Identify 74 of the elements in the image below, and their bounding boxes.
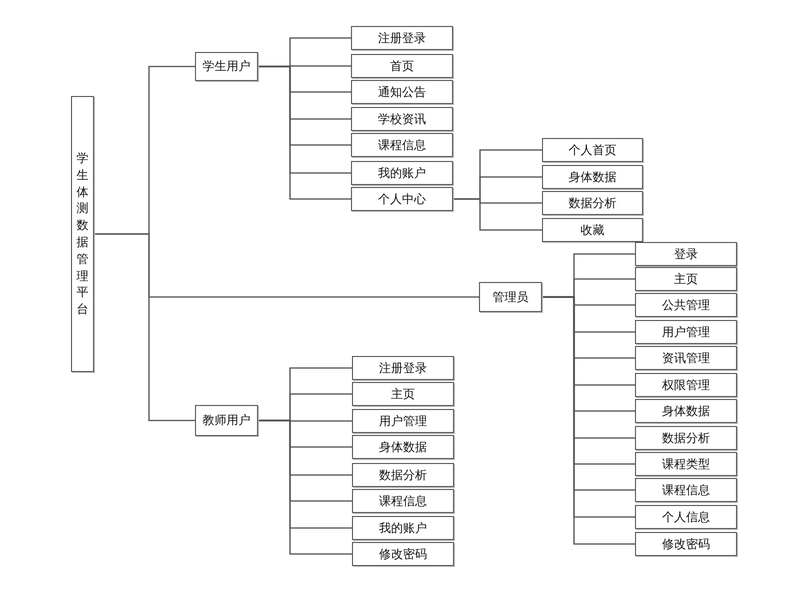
connector-line (258, 420, 352, 555)
module-box (352, 489, 454, 513)
module-box (479, 282, 542, 312)
node-label: 我的账户 (379, 520, 427, 536)
node-label: 资讯管理 (662, 350, 710, 366)
module-box (635, 373, 737, 397)
module-box (195, 405, 258, 436)
node-label: 主页 (391, 386, 415, 402)
module-box (352, 356, 454, 380)
module-box (542, 191, 643, 215)
module-box (542, 218, 643, 242)
module-box (352, 542, 454, 566)
module-box (542, 138, 643, 162)
node-label: 通知公告 (378, 84, 426, 100)
module-box (635, 293, 737, 317)
module-box (352, 382, 454, 406)
node-label: 个人首页 (568, 142, 616, 158)
module-box (352, 516, 454, 540)
node-label: 权限管理 (662, 376, 710, 394)
module-box (351, 80, 453, 104)
connector-line (453, 198, 542, 231)
node-label: 主页 (674, 270, 698, 288)
node-label: 登录 (674, 246, 698, 262)
node-label: 管理员 (492, 288, 528, 306)
module-box (542, 165, 643, 189)
module-box (351, 26, 453, 50)
node-label: 课程类型 (662, 456, 710, 472)
node-label: 数据分析 (662, 430, 710, 446)
node-label: 注册登录 (378, 30, 426, 46)
module-box (351, 187, 453, 211)
node-label: 数据分析 (379, 466, 427, 484)
node-label: 修改密码 (662, 536, 710, 552)
module-box (635, 346, 737, 370)
node-label: 注册登录 (379, 360, 427, 376)
node-label: 用户管理 (379, 412, 427, 430)
node-label: 个人中心 (378, 190, 426, 208)
module-box (635, 505, 737, 529)
node-label: 教师用户 (202, 412, 250, 429)
module-box (635, 399, 737, 423)
node-label: 学生用户 (202, 58, 250, 75)
module-box (351, 161, 453, 185)
module-box (351, 54, 453, 78)
node-label: 公共管理 (662, 296, 710, 314)
root-box (71, 96, 94, 372)
module-box (635, 242, 737, 266)
connector-line (258, 66, 351, 200)
module-box (195, 52, 258, 81)
module-box (352, 409, 454, 433)
node-label: 数据分析 (568, 194, 616, 212)
module-box (351, 107, 453, 131)
module-box (635, 452, 737, 476)
module-box (635, 320, 737, 344)
node-label: 课程信息 (662, 482, 710, 498)
node-label: 修改密码 (379, 546, 427, 562)
module-box (352, 435, 454, 459)
module-box (635, 478, 737, 502)
module-box (351, 133, 453, 157)
node-label: 学生体测数据管理平台 (76, 150, 88, 318)
connector-line (94, 233, 195, 422)
node-label: 课程信息 (379, 492, 427, 510)
node-label: 身体数据 (568, 168, 616, 186)
node-label: 首页 (390, 58, 414, 74)
module-box (635, 267, 737, 291)
node-label: 个人信息 (662, 508, 710, 526)
node-label: 身体数据 (379, 438, 427, 456)
node-label: 身体数据 (662, 402, 710, 420)
node-label: 学校资讯 (378, 110, 426, 128)
node-label: 我的账户 (378, 164, 426, 182)
module-box (635, 532, 737, 556)
node-label: 课程信息 (378, 136, 426, 154)
node-label: 收藏 (580, 222, 604, 238)
module-box (635, 426, 737, 450)
node-label: 用户管理 (662, 324, 710, 340)
module-box (352, 463, 454, 487)
